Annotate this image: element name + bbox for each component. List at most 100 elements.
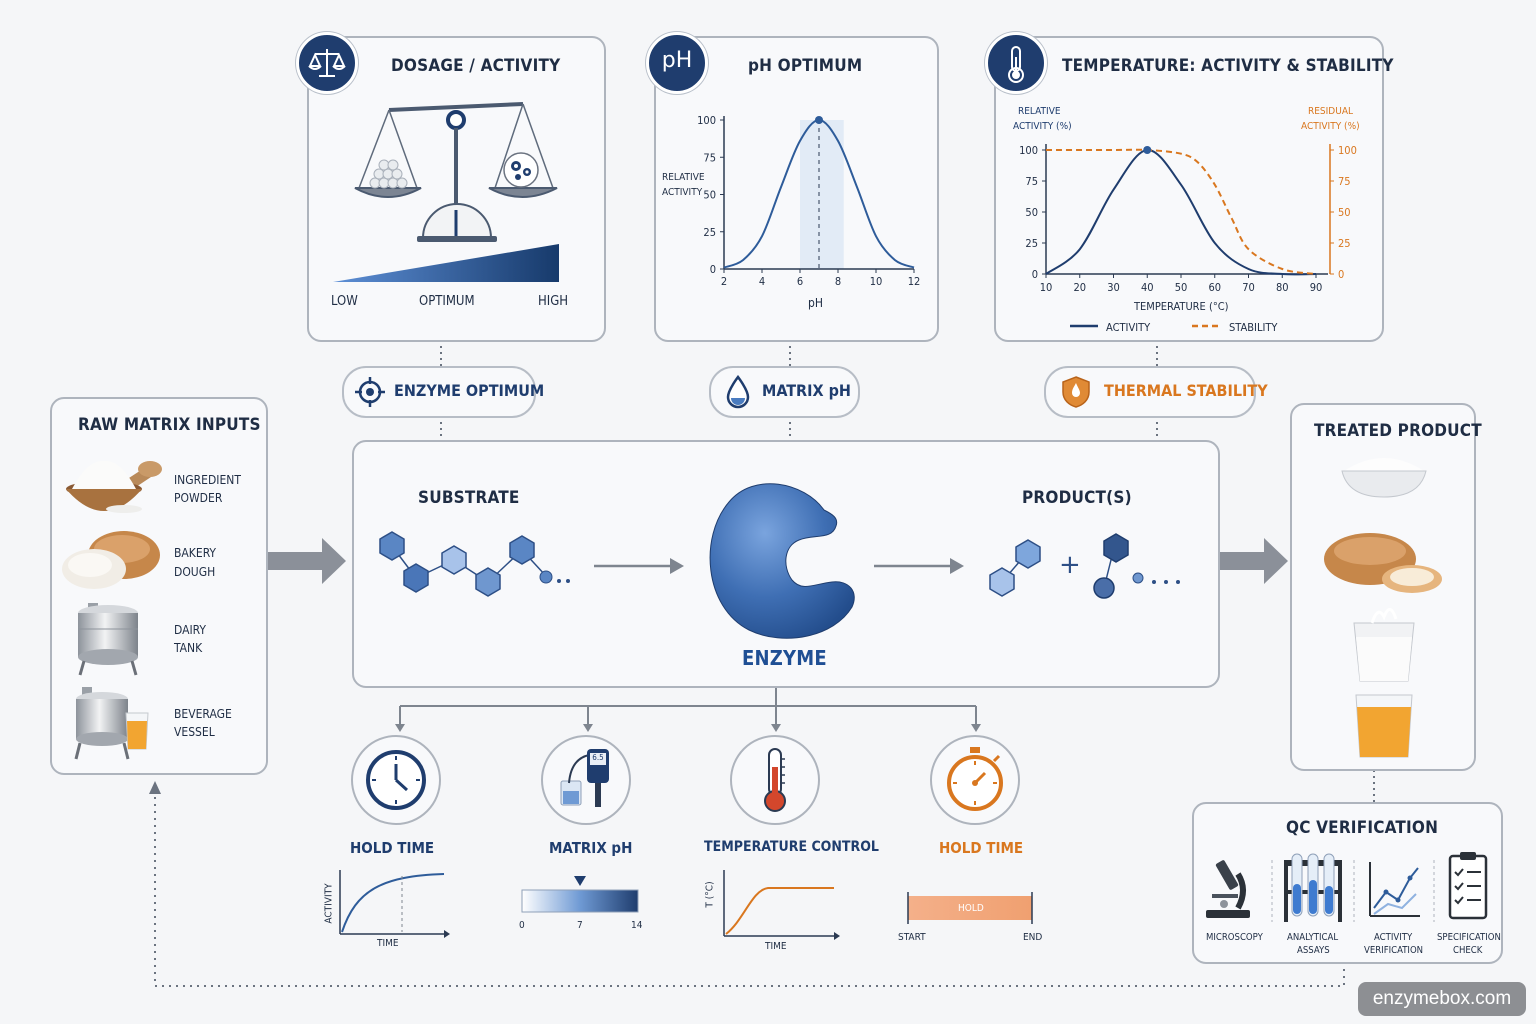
enzyme-label: ENZYME — [742, 646, 827, 670]
temp-y-tick-label: 25 — [1025, 237, 1038, 250]
temp-y2-tick-label: 0 — [1338, 268, 1344, 281]
thermal-stability-pill: THERMAL STABILITY — [1044, 366, 1268, 418]
shield-icon — [1062, 376, 1090, 408]
balance-scale-illustration — [333, 102, 559, 282]
qc-item-3-l2: VERIFICATION — [1364, 945, 1424, 956]
matrix-ph-pill: MATRIX pH — [709, 366, 860, 418]
qc-item-3-l1: ACTIVITY — [1374, 932, 1413, 943]
temp-y-tick-label: 0 — [1032, 268, 1038, 281]
matrix-ph-caption: MATRIX pH — [549, 839, 633, 857]
qc-item-4-l2: CHECK — [1453, 945, 1483, 956]
hold-time-activity-graph — [339, 870, 450, 938]
enzyme-blob — [709, 483, 855, 639]
beverage-vessel-icon — [74, 687, 149, 760]
hold-bar-label: HOLD — [958, 903, 984, 914]
temp-x-tick-label: 50 — [1175, 281, 1188, 294]
hold-end-label: END — [1023, 932, 1043, 943]
temp-optimum-point — [1143, 146, 1152, 154]
products-title: PRODUCT(S) — [1022, 488, 1132, 508]
ph-scale-14: 14 — [631, 920, 643, 931]
ph-badge-icon: pH — [646, 32, 708, 94]
temp-right-label-2: ACTIVITY (%) — [1301, 121, 1360, 132]
ph-meter-reading: 6.5 — [592, 753, 604, 762]
temp-x-tick-label: 10 — [1040, 281, 1053, 294]
temp-x-tick-label: 20 — [1073, 281, 1086, 294]
powder-bowl-icon — [66, 460, 162, 513]
ph-meter-icon: 6.5 — [541, 735, 631, 825]
ph-x-label: pH — [808, 296, 823, 310]
treated-juice-icon — [1355, 694, 1413, 758]
treated-product-illustrations — [1324, 458, 1442, 758]
ph-badge-text: pH — [661, 48, 693, 73]
product-hex-1 — [989, 567, 1015, 597]
matrix-ph-label: MATRIX pH — [762, 381, 851, 400]
raw-inputs-title: RAW MATRIX INPUTS — [78, 415, 261, 435]
feedback-loop — [154, 790, 1345, 987]
temperature-panel: TEMPERATURE: ACTIVITY & STABILITY RELATI… — [994, 36, 1393, 342]
ph-y-tick-label: 75 — [703, 151, 716, 164]
test-tubes-icon — [1284, 853, 1342, 922]
temp-stability-curve — [1046, 148, 1317, 275]
dosage-title: DOSAGE / ACTIVITY — [391, 56, 561, 76]
microscope-icon — [1206, 860, 1250, 918]
temp-y2-tick-label: 50 — [1338, 206, 1351, 219]
treated-bread-icon — [1324, 533, 1442, 593]
temperature-control-thermometer-icon — [730, 735, 820, 825]
output-arrow — [1220, 538, 1288, 584]
legend-stability-label: STABILITY — [1229, 321, 1278, 334]
legend-activity-line — [1070, 324, 1098, 328]
hold-time-caption: HOLD TIME — [350, 839, 435, 857]
ph-x-tick-label: 2 — [721, 275, 727, 288]
hold-time-y-label: ACTIVITY — [323, 883, 335, 924]
substrate-hexagons — [379, 531, 535, 597]
temp-x-tick-label: 40 — [1141, 281, 1154, 294]
temp-right-label-1: RESIDUAL — [1308, 106, 1353, 117]
temp-activity-curve — [1045, 149, 1317, 276]
treated-product-panel: TREATED PRODUCT — [1290, 403, 1482, 771]
qc-item-4-l1: SPECIFICATION — [1437, 932, 1501, 943]
raw-item-4-l2: VESSEL — [174, 725, 215, 739]
ph-optimum-point — [815, 116, 823, 124]
temp-y-tick-label: 50 — [1025, 206, 1038, 219]
ph-title: pH OPTIMUM — [748, 56, 863, 76]
raw-item-2-l2: DOUGH — [174, 565, 216, 579]
ph-x-tick-label: 6 — [797, 275, 803, 288]
qc-title: QC VERIFICATION — [1286, 818, 1439, 838]
product-hex-2 — [1015, 539, 1041, 569]
qc-item-1-l1: MICROSCOPY — [1206, 932, 1263, 943]
temp-x-tick-label: 90 — [1310, 281, 1323, 294]
hold-time-2-caption: HOLD TIME — [939, 839, 1024, 857]
ph-scale-0: 0 — [519, 920, 525, 931]
dosage-panel: DOSAGE / ACTIVITY — [307, 36, 606, 342]
checklist-icon — [1448, 852, 1488, 920]
target-icon — [355, 377, 385, 407]
temperature-control-y-label: T (°C) — [704, 881, 716, 908]
dosage-optimum-label: OPTIMUM — [419, 294, 475, 309]
temp-y-tick-label: 75 — [1025, 175, 1038, 188]
substrate-hex-3 — [441, 545, 467, 575]
temp-y2-tick-label: 100 — [1338, 144, 1357, 157]
dosage-high-label: HIGH — [538, 294, 569, 309]
thermal-stability-label: THERMAL STABILITY — [1104, 381, 1268, 400]
raw-item-1-l1: INGREDIENT — [174, 473, 241, 487]
temp-left-label-2: ACTIVITY (%) — [1013, 121, 1072, 132]
ph-optimum-band — [800, 120, 844, 269]
temp-y2-tick-label: 75 — [1338, 175, 1351, 188]
temperature-control-x-label: TIME — [765, 941, 787, 952]
ph-y-tick-label: 50 — [703, 189, 716, 202]
water-drop-icon — [726, 375, 750, 409]
trend-chart-icon — [1369, 862, 1420, 917]
raw-item-3-l2: TANK — [174, 641, 203, 655]
hold-bar — [907, 892, 1033, 924]
reaction-panel: SUBSTRATE PRODUCT(S) — [352, 440, 1220, 688]
product-hex-3 — [1103, 533, 1129, 563]
ph-x-tick-label: 10 — [870, 275, 883, 288]
qc-item-2-l2: ASSAYS — [1297, 945, 1330, 956]
hold-start-label: START — [898, 932, 926, 943]
substrate-title: SUBSTRATE — [418, 488, 520, 508]
treated-product-title: TREATED PRODUCT — [1314, 421, 1482, 441]
